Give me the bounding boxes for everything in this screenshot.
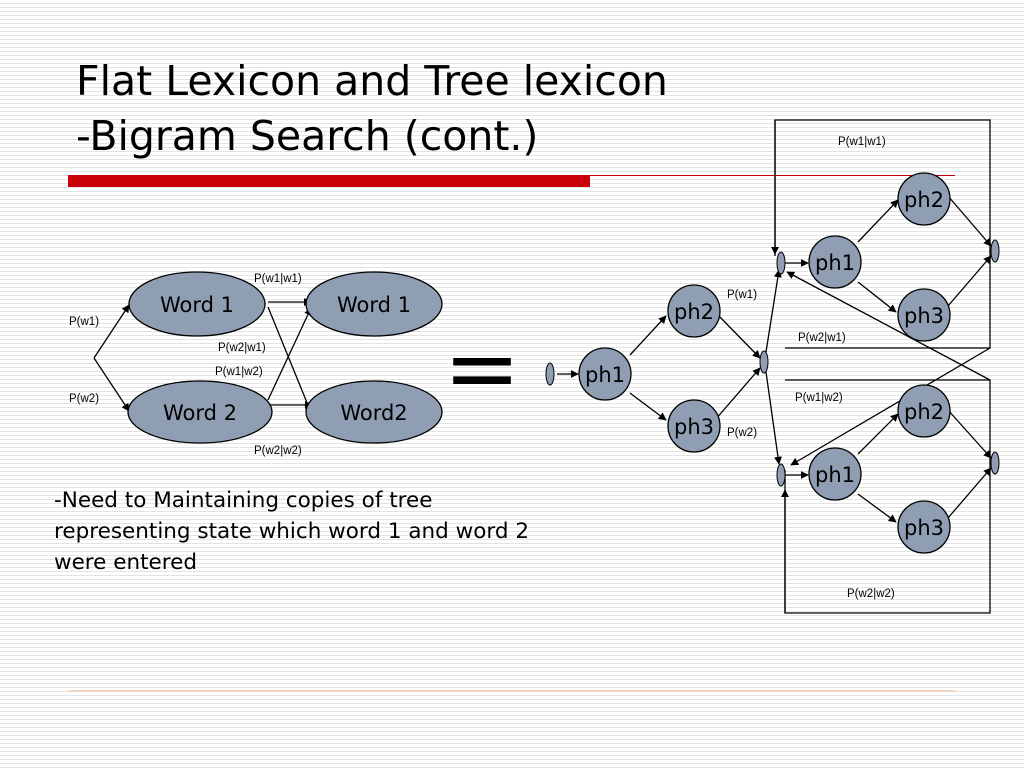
edge-top-out-to-bottom-copy [790,347,991,466]
bottom-copy-ph3-label: ph3 [904,516,944,540]
label-p-w2-given-w2: P(w2|w2) [254,445,302,457]
word1-left-label: Word 1 [160,293,234,317]
edge-top-ph2-to-out [947,195,992,247]
tree-label-p-w1-given-w2: P(w1|w2) [795,392,843,404]
edge-top-ph1-to-ph2 [857,199,899,243]
top-copy-ph2-label: ph2 [904,188,944,212]
edge-ph1-to-ph2 [629,315,667,356]
tree-lexicon-graph: ph1 ph2 ph3 ph1 ph2 ph3 ph1 ph2 ph3 P(w1… [545,119,1000,614]
top-copy-out-port [990,239,1000,263]
tree-label-p-w2-given-w2: P(w2|w2) [847,588,895,600]
top-copy-ph3-node [897,288,951,342]
title-underline-bar [68,175,590,187]
top-copy-ph1-label: ph1 [815,251,855,275]
word2-right-node [305,380,443,444]
edge-bottom-ph1-to-ph3 [857,493,897,523]
bottom-copy-ph3-node [897,500,951,554]
edge-word1-to-word2 [267,306,311,411]
edge-ph2-to-merge [714,311,761,359]
footer-rule [68,690,956,692]
bottom-copy-ph1-label: ph1 [815,463,855,487]
body-line-1: -Need to Maintaining copies of tree [54,488,433,513]
tree-ph3-node [667,399,721,453]
bottom-copy-in-port [776,463,786,487]
edge-start-to-word2 [93,357,130,412]
word1-left-node [128,271,266,337]
bottom-copy-box [784,379,991,614]
top-copy-ph3-label: ph3 [904,304,944,328]
label-p-w1: P(w1) [69,316,99,328]
tree-merge-port [759,350,769,374]
word2-left-label: Word 2 [163,401,237,425]
edge-word2-to-word1 [267,307,312,401]
edge-merge-to-bottom-copy [765,371,782,465]
label-p-w1-given-w1: P(w1|w1) [254,273,302,285]
tree-label-p-w1: P(w1) [727,289,757,301]
tree-ph1-node [578,347,632,401]
word1-right-label: Word 1 [337,293,411,317]
word2-left-node [127,380,273,444]
edge-bottom-ph2-to-out [947,409,992,459]
body-text: -Need to Maintaining copies of tree repr… [54,485,654,578]
edge-ph3-to-merge [714,367,761,421]
tree-label-p-w2-given-w1: P(w2|w1) [798,332,846,344]
edge-start-to-word1 [93,304,130,359]
flat-lexicon-graph: Word 1 Word 1 Word 2 Word2 P(w1) P(w2) P… [69,271,443,457]
bottom-copy-ph2-label: ph2 [904,400,944,424]
label-p-w2-given-w1: P(w2|w1) [218,342,266,354]
equals-sign: = [443,315,520,422]
slide-title: Flat Lexicon and Tree lexicon -Bigram Se… [76,54,668,164]
word2-right-label: Word2 [340,401,407,425]
bottom-copy-out-port [990,451,1000,475]
word1-right-node [305,271,443,337]
edge-bottom-ph3-to-out [947,467,992,519]
top-copy-ph2-node [897,172,951,226]
edge-bottom-out-to-top-copy [786,271,991,381]
body-line-2: representing state which word 1 and word… [54,519,530,544]
label-p-w1-given-w2: P(w1|w2) [215,366,263,378]
tree-start-port [545,362,555,386]
tree-ph1-label: ph1 [585,363,625,387]
bottom-copy-ph1-node [808,447,862,501]
title-line-1: Flat Lexicon and Tree lexicon [76,57,668,105]
edge-top-ph3-to-out [947,255,992,307]
tree-label-p-w2: P(w2) [727,427,757,439]
tree-ph2-node [667,284,721,338]
title-underline-rule [590,175,955,176]
label-p-w2: P(w2) [69,393,99,405]
top-copy-in-port [776,251,786,275]
tree-label-p-w1-given-w1: P(w1|w1) [838,136,886,148]
body-line-3: were entered [54,550,197,575]
edge-ph1-to-ph3 [629,392,667,421]
bottom-copy-ph2-node [897,384,951,438]
edge-bottom-ph1-to-ph2 [857,413,899,455]
edge-top-ph1-to-ph3 [857,281,897,313]
edge-merge-to-top-copy [765,269,782,353]
title-line-2: -Bigram Search (cont.) [76,112,539,160]
tree-ph2-label: ph2 [674,300,714,324]
top-copy-ph1-node [808,235,862,289]
tree-ph3-label: ph3 [674,415,714,439]
top-copy-box [774,119,991,349]
